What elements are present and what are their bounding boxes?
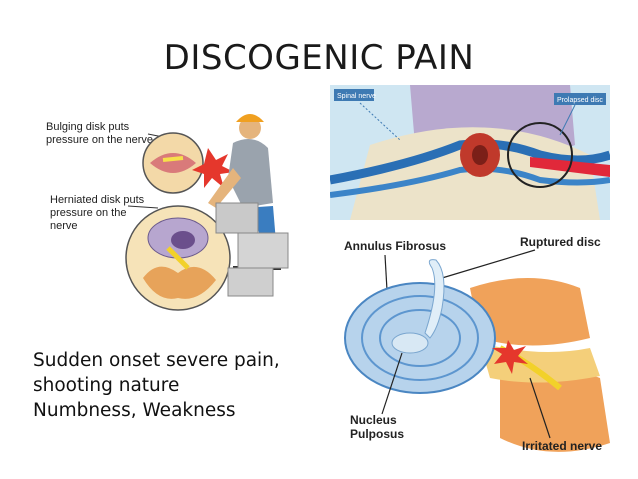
spine-cross-section-illustration: Spinal nerve Prolapsed disc	[330, 85, 610, 220]
annulus-label: Annulus Fibrosus	[344, 239, 446, 253]
symptom-line: Numbness, Weakness	[33, 398, 333, 423]
slide-title: DISCOGENIC PAIN	[0, 38, 638, 78]
symptom-line: Sudden onset severe pain,	[33, 348, 333, 373]
prolapsed-disc-label: Prolapsed disc	[557, 97, 603, 104]
bulging-label-line1: Bulging disk puts	[46, 121, 130, 133]
symptoms-text: Sudden onset severe pain, shooting natur…	[33, 348, 333, 423]
spinal-nerve-label: Spinal nerve	[337, 93, 376, 100]
herniated-label-line2: pressure on the	[50, 207, 126, 219]
herniated-label-line1: Herniated disk puts	[50, 194, 145, 206]
nucleus-label-line1: Nucleus	[350, 413, 397, 427]
worker-lifting-illustration: Bulging disk puts pressure on the nerve …	[38, 108, 298, 338]
bulging-label-line2: pressure on the nerve	[46, 134, 153, 146]
ruptured-disc-illustration: Annulus Fibrosus Ruptured disc Nucleus P…	[330, 228, 615, 468]
ruptured-label: Ruptured disc	[520, 235, 601, 249]
symptom-line: shooting nature	[33, 373, 333, 398]
irritated-nerve-label: Irritated nerve	[522, 439, 602, 453]
nucleus-label-line2: Pulposus	[350, 427, 404, 441]
herniated-label-line3: nerve	[50, 220, 78, 232]
